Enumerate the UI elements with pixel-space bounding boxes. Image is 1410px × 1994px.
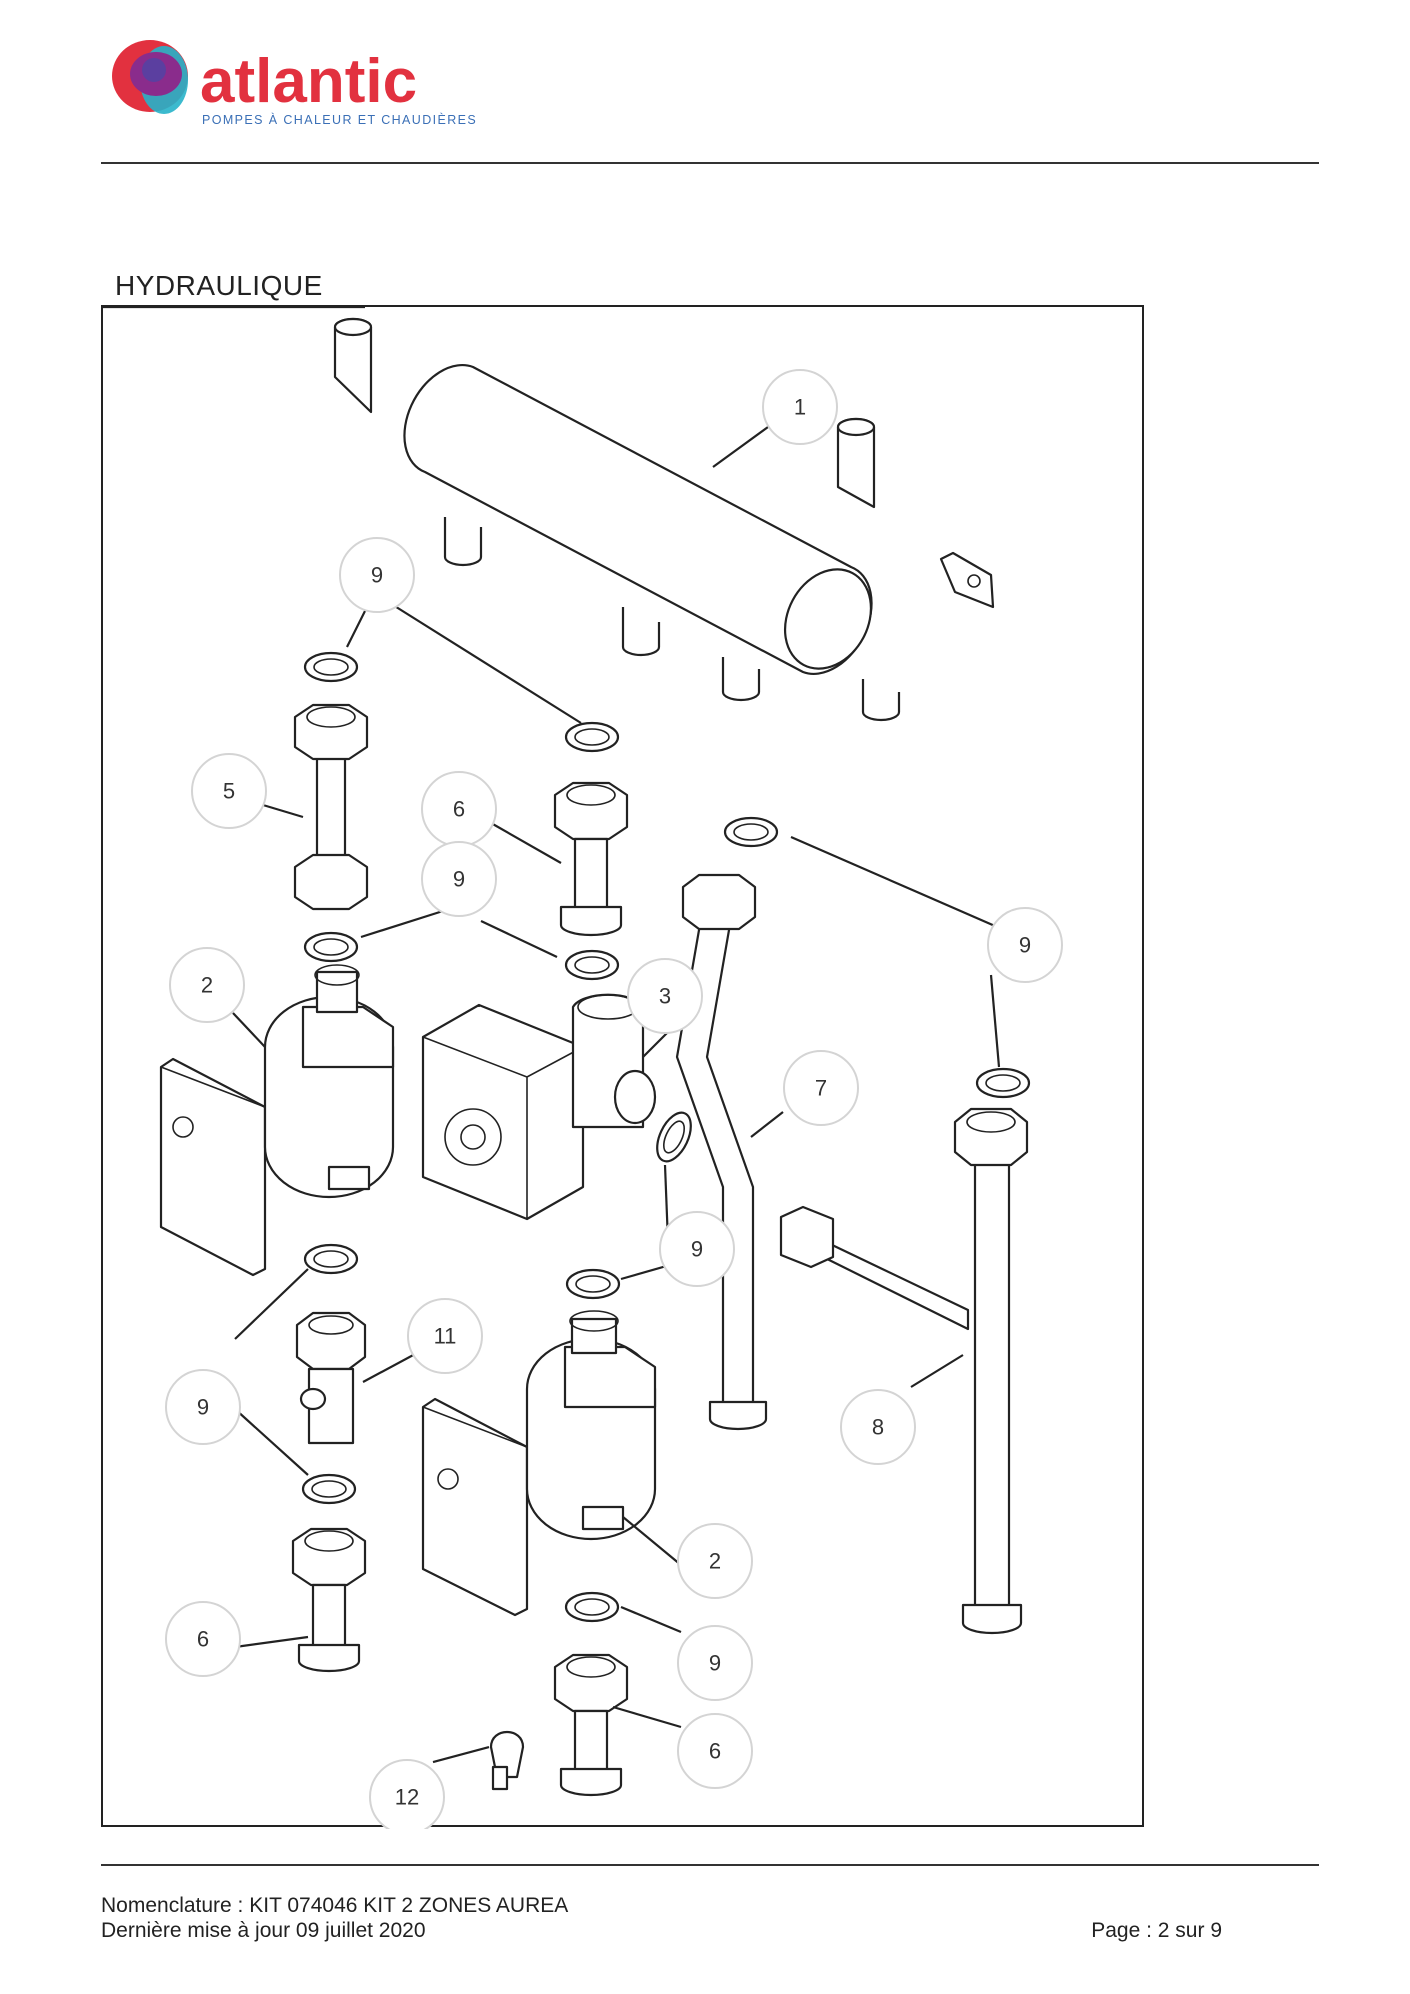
brand-name: atlantic	[200, 47, 417, 116]
callout-9-bottom: 9	[677, 1625, 753, 1701]
svg-text:2: 2	[201, 973, 213, 998]
callout-6-lower-left: 6	[165, 1601, 241, 1677]
part-6-fitting-lower-right	[553, 1653, 629, 1797]
part-12-clip	[489, 1731, 525, 1791]
header-divider	[101, 162, 1319, 164]
svg-text:2: 2	[709, 1549, 721, 1574]
callout-8: 8	[840, 1389, 916, 1465]
callout-9-top: 9	[339, 537, 415, 613]
callout-9-middle: 9	[421, 841, 497, 917]
svg-text:9: 9	[691, 1237, 703, 1262]
callout-9-left: 9	[165, 1369, 241, 1445]
callout-2-lower: 2	[677, 1523, 753, 1599]
part-5-connector	[293, 703, 369, 911]
svg-text:12: 12	[395, 1785, 419, 1810]
footer-updated: Dernière mise à jour 09 juillet 2020	[101, 1919, 426, 1942]
svg-text:8: 8	[872, 1415, 884, 1440]
callout-6-upper: 6	[421, 771, 497, 847]
svg-text:6: 6	[453, 797, 465, 822]
callout-1: 1	[762, 369, 838, 445]
section-title: HYDRAULIQUE	[115, 270, 323, 301]
brand-logo: atlantic POMPES À CHALEUR ET CHAUDIÈRES	[112, 36, 492, 136]
part-6-fitting-lower-left	[291, 1527, 367, 1673]
svg-text:9: 9	[709, 1651, 721, 1676]
part-8-tee-pipe	[779, 1107, 1029, 1635]
svg-text:5: 5	[223, 779, 235, 804]
callout-6-lower-right: 6	[677, 1713, 753, 1789]
part-7-bent-pipe	[675, 873, 768, 1431]
part-11-valve-fitting	[295, 1311, 367, 1445]
callout-12: 12	[369, 1759, 445, 1829]
logo-mark-icon	[112, 40, 188, 114]
brand-tagline: POMPES À CHALEUR ET CHAUDIÈRES	[202, 112, 477, 127]
svg-text:11: 11	[434, 1324, 457, 1349]
svg-text:9: 9	[1019, 933, 1031, 958]
callout-5: 5	[191, 753, 267, 829]
exploded-parts-diagram: 1 2 2 3 5 6 6 6 7 8 9 9 9 9 9 9 11 12	[101, 305, 1144, 1829]
part-1-manifold	[333, 317, 995, 722]
svg-text:6: 6	[197, 1627, 209, 1652]
part-3-valve-actuator	[421, 993, 657, 1221]
leader-lines	[103, 307, 1012, 1764]
svg-text:9: 9	[197, 1395, 209, 1420]
svg-text:1: 1	[794, 395, 806, 420]
callout-9-center: 9	[659, 1211, 735, 1287]
callout-11: 11	[407, 1298, 483, 1374]
callout-9-right: 9	[987, 907, 1063, 983]
svg-text:3: 3	[659, 984, 671, 1009]
callout-7: 7	[783, 1050, 859, 1126]
footer-divider	[101, 1864, 1319, 1866]
part-6-fitting-upper	[553, 781, 629, 937]
svg-text:7: 7	[815, 1076, 827, 1101]
gaskets	[301, 651, 1031, 1623]
svg-text:9: 9	[453, 867, 465, 892]
footer-page-number: Page : 2 sur 9	[1091, 1919, 1222, 1942]
svg-text:6: 6	[709, 1739, 721, 1764]
part-2-pump-upper	[159, 964, 395, 1277]
part-2-pump-lower	[421, 1310, 657, 1617]
footer-nomenclature: Nomenclature : KIT 074046 KIT 2 ZONES AU…	[101, 1894, 569, 1917]
svg-text:9: 9	[371, 563, 383, 588]
diagram-drawing: 1 2 2 3 5 6 6 6 7 8 9 9 9 9 9 9 11 12	[103, 307, 1063, 1829]
callout-2-upper: 2	[169, 947, 245, 1023]
callout-3: 3	[627, 958, 703, 1034]
